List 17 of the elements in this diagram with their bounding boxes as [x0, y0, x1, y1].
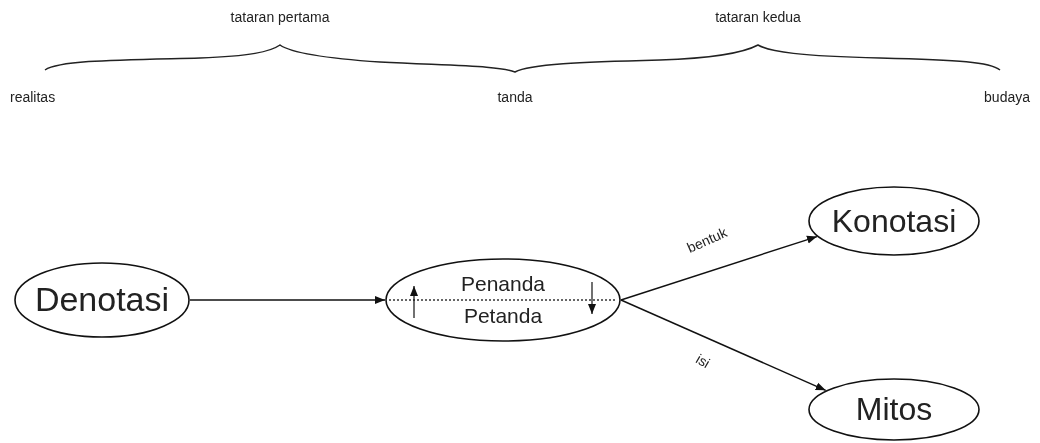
upper-text: Penanda	[459, 271, 547, 296]
endpoint-label: budaya	[984, 89, 1030, 105]
ellipse-node	[14, 262, 190, 338]
arrow	[189, 296, 386, 304]
arrow	[620, 299, 827, 392]
node-label: Denotasi	[33, 280, 171, 320]
endpoint-label: tanda	[497, 89, 533, 105]
endpoint-label: realitas	[10, 89, 56, 105]
level-label: tataran kedua	[715, 9, 801, 25]
level-label: tataran pertama	[230, 9, 330, 25]
lower-text: Petanda	[462, 304, 544, 329]
ellipse-node	[808, 378, 980, 441]
arrow	[620, 235, 818, 301]
node-label: Mitos	[854, 391, 934, 428]
ellipse-node	[385, 258, 621, 342]
ellipse-node	[808, 186, 980, 256]
node-label: Konotasi	[830, 202, 958, 240]
